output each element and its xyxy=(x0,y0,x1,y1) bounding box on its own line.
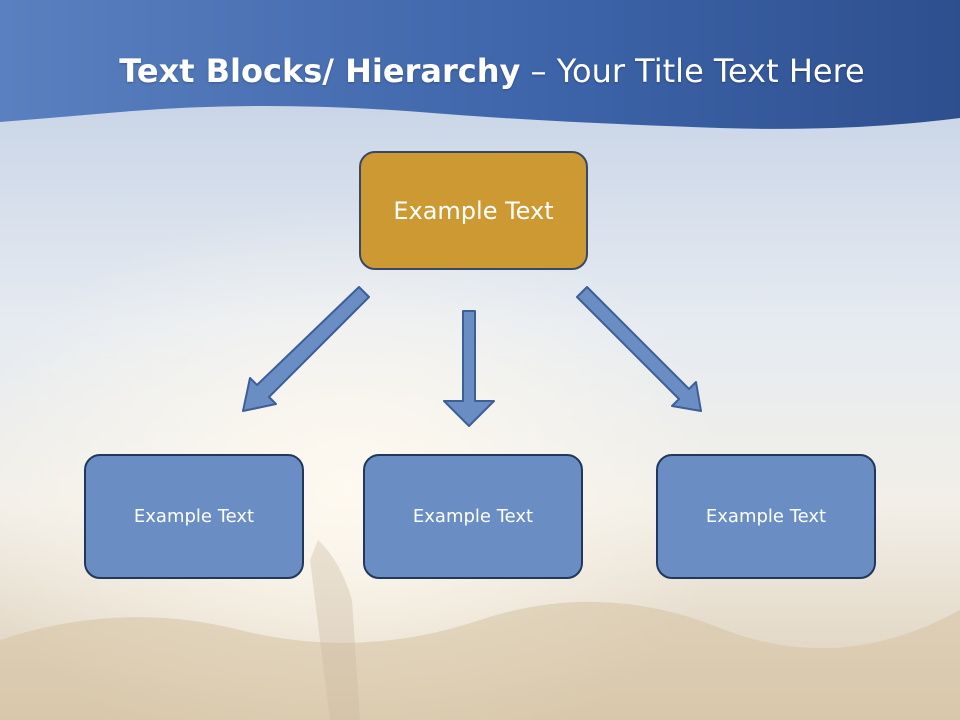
title-normal-part: Your Title Text Here xyxy=(556,52,865,90)
arrow-left xyxy=(242,286,370,412)
child-box-right-label: Example Text xyxy=(705,506,827,527)
child-box-middle: Example Text xyxy=(363,454,583,579)
title-separator: – xyxy=(520,52,557,90)
slide-title: Text Blocks/ Hierarchy – Your Title Text… xyxy=(0,52,960,90)
top-box: Example Text xyxy=(359,151,588,270)
child-box-left-label: Example Text xyxy=(133,506,255,527)
arrow-right xyxy=(576,286,702,412)
child-box-middle-label: Example Text xyxy=(412,506,534,527)
child-box-right: Example Text xyxy=(656,454,876,579)
top-box-label: Example Text xyxy=(393,196,554,225)
arrow-middle xyxy=(443,310,495,427)
title-bold-part: Text Blocks/ Hierarchy xyxy=(119,52,521,90)
child-box-left: Example Text xyxy=(84,454,304,579)
